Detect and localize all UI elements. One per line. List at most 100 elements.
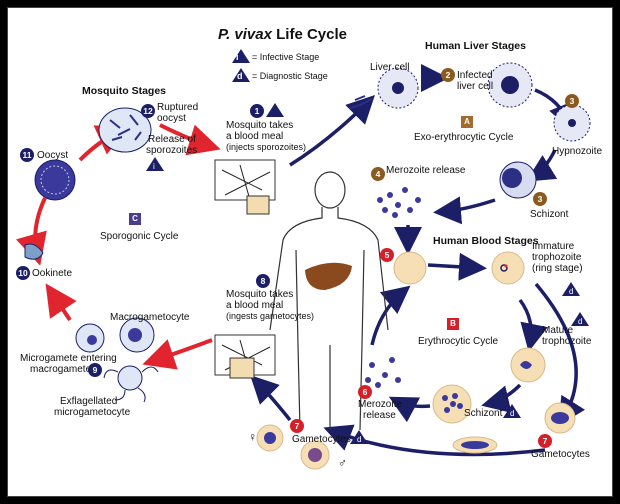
step-9-badge: 9 [88,363,102,377]
step-6-badge: 6 [358,385,372,399]
release-sporozoites-line1: Release of [148,134,196,145]
liver-schizont [499,161,537,199]
immature-trophozoite-cell [491,251,525,285]
mature-trophozoite-cell [510,347,546,383]
gametocyte-cell-right [544,402,576,434]
legend-infective-label: = Infective Stage [252,52,320,62]
step-6-line2: release [363,410,396,421]
step-5-badge: 5 [380,248,394,262]
macrogametocyte-image [119,317,155,353]
cycle-b-badge: B [447,318,459,330]
exo-erythrocytic-cycle-label: Exo-erythrocytic Cycle [414,132,514,143]
merozoite-release-cluster [377,187,421,218]
diagnostic-icon-ring: d [562,282,580,296]
step-2-line1: Infected [457,70,493,81]
ookinete-label: Ookinete [32,268,73,279]
microgamete-entering-image [75,323,105,353]
step-7-badge-left: 7 [290,419,304,433]
step-8-line1: Mosquito takes [226,289,294,300]
female-symbol: ♀ [248,430,257,444]
immature-trophozoite-line3: (ring stage) [532,263,583,274]
erythrocytic-cycle-label: Erythrocytic Cycle [418,336,499,347]
infective-triangle-icon [232,49,250,63]
step-1-line2: a blood meal [226,131,284,142]
step-3-badge-hypnozoite: 3 [565,94,579,108]
legend-diagnostic-label: = Diagnostic Stage [252,71,328,81]
blood-schizont-label: Schizont [464,408,503,419]
diagnostic-symbol: d [237,71,243,81]
cycle-a-badge: A [461,116,473,128]
macrogametocyte-label: Macrogametocyte [110,312,190,323]
mature-trophozoite-line1: Mature [542,325,574,336]
step-6-line1: Merozoite [358,399,402,410]
step-1-infective-icon [266,103,284,117]
oocyst-label: Oocyst [37,150,69,161]
mature-trophozoite-line2: trophozoite [542,336,592,347]
svg-text:d: d [357,435,361,444]
exflagellated-line1: Exflagellated [60,396,118,407]
svg-text:i: i [153,162,155,171]
release-sporozoites-line2: sporozoites [146,145,198,156]
exflagellated-line2: microgametocyte [54,407,131,418]
svg-text:d: d [569,287,573,296]
diagram-title: P. vivax Life Cycle [218,26,347,43]
hypnozoite-label: Hypnozoite [552,146,603,157]
liver-cell [377,67,419,109]
step-8-line2: a blood meal [226,300,284,311]
exflagellated-image [103,365,159,403]
liver-organ [305,262,352,290]
step-9-line2: macrogamete [30,364,92,375]
mosquito-stages-header: Mosquito Stages [82,85,167,97]
blood-stages-header: Human Blood Stages [433,235,539,247]
immature-trophozoite-line1: Immature [532,241,575,252]
crescent-gametocyte [452,436,498,454]
step-12-line2: oocyst [157,113,186,124]
human-silhouette [269,171,389,431]
sporogonic-cycle-label: Sporogonic Cycle [100,231,179,242]
gametocytes-bottom [256,424,330,470]
immature-trophozoite-line2: trophozoite [532,252,582,263]
step-11-badge: 11 [20,148,34,162]
liver-cell-label: Liver cell [370,62,410,73]
step-2-badge: 2 [441,68,455,82]
sporozoites-liver-image [349,95,373,109]
infected-liver-cell [487,62,533,108]
step-10-badge: 10 [16,266,30,280]
svg-text:d: d [578,317,582,326]
step-8-badge: 8 [256,274,270,288]
mosquito-feeding-box-2 [214,334,276,379]
red-blood-cell [393,251,427,285]
step-1-badge: 1 [250,104,264,118]
liver-schizont-label: Schizont [530,209,569,220]
ookinete-image [24,243,44,260]
diagnostic-icon-gametocytes: d [350,430,368,444]
step-1-line1: Mosquito takes [226,120,294,131]
step-1-line3: (injects sporozoites) [226,142,307,152]
step-9-line1: Microgamete entering [20,353,117,364]
merozoite-release-blood [365,357,401,388]
male-symbol: ♂ [338,456,347,470]
diagnostic-icon-schizont: d [503,404,521,418]
hypnozoite-cell [553,104,591,142]
step-4-badge: 4 [371,167,385,181]
sporozoite-infective-icon: i [146,157,164,171]
step-12-line1: Ruptured [157,102,199,113]
gametocytes-label-left: Gametocytes [292,434,351,445]
step-8-line3: (ingests gametocytes) [226,311,315,321]
svg-text:d: d [510,409,514,418]
ruptured-oocyst-image [98,107,152,153]
blood-schizont-cell [432,384,472,424]
step-2-line2: liver cell [457,81,494,92]
diagnostic-triangle-icon [232,68,250,82]
infective-symbol: i [236,52,239,62]
step-12-badge: 12 [141,104,155,118]
liver-stages-header: Human Liver Stages [425,40,526,52]
gametocytes-label-right: Gametocytes [531,449,590,460]
merozoite-release-label: Merozoite release [386,165,466,176]
step-7-badge-right: 7 [538,434,552,448]
mosquito-feeding-box-1 [214,159,276,215]
cycle-c-badge: C [129,213,141,225]
oocyst-image [34,159,76,201]
